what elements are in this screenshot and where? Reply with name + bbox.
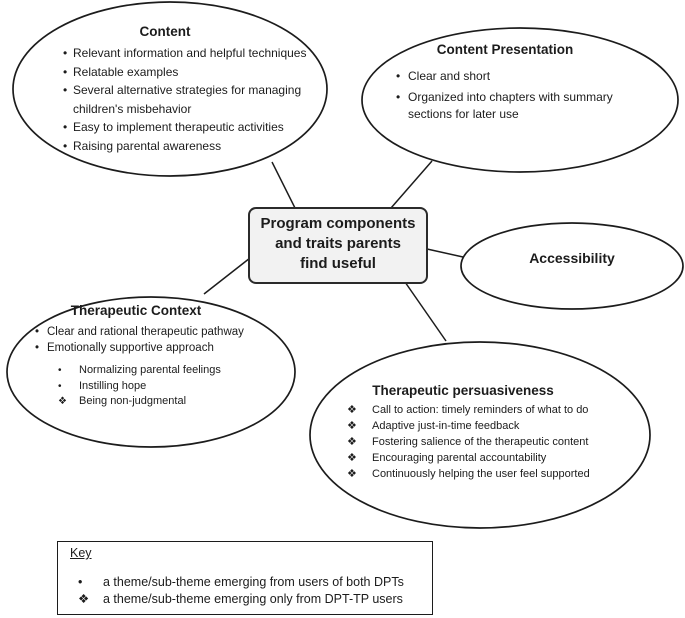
therapeutic-context-node-title: Therapeutic Context — [70, 303, 202, 318]
list-item: ❖ Continuously helping the user feel sup… — [347, 466, 629, 482]
key-item: • a theme/sub-theme emerging from users … — [73, 574, 425, 591]
therapeutic-persuasiveness-node-title: Therapeutic persuasiveness — [372, 383, 554, 398]
therapeutic-context-ellipse — [6, 296, 296, 448]
bullet-marker: • — [396, 69, 401, 83]
content-node-title: Content — [139, 24, 191, 39]
list-item: • Several alternative strategies for man… — [63, 81, 331, 118]
bullet-text: Adaptive just-in-time feedback — [372, 420, 520, 432]
bullet-marker: • — [35, 341, 40, 354]
bullet-marker: • — [58, 365, 62, 376]
bullet-text: Raising parental awareness — [73, 138, 222, 153]
center-box: Program components and traits parents fi… — [248, 207, 428, 284]
accessibility-ellipse — [460, 222, 684, 310]
list-item: ❖ Adaptive just-in-time feedback — [347, 418, 629, 434]
bullet-marker: • — [58, 380, 62, 392]
diamond-bullet-marker: ❖ — [347, 452, 357, 464]
content-presentation-node-title: Content Presentation — [436, 42, 574, 57]
connector-content-to-center — [271, 161, 296, 209]
bullet-marker: • — [396, 89, 401, 104]
diamond-bullet-marker: ❖ — [347, 436, 357, 448]
diamond-bullet-marker: ❖ — [347, 468, 357, 480]
bullet-marker: • — [63, 120, 68, 134]
key-item-text: a theme/sub-theme emerging from users of… — [103, 575, 404, 589]
list-item: • Raising parental awareness — [63, 137, 331, 156]
bullet-text: Being non-judgmental — [79, 395, 187, 407]
list-item: ❖ Fostering salience of the therapeutic … — [347, 434, 629, 450]
content-presentation-node-list: • Clear and short • Organized into chapt… — [396, 68, 638, 127]
bullet-text: Normalizing parental feelings — [79, 364, 221, 376]
bullet-text: Relatable examples — [73, 64, 179, 79]
bullet-marker: • — [35, 326, 40, 338]
bullet-text: Easy to implement therapeutic activities — [73, 120, 284, 134]
bullet-text: Relevant information and helpful techniq… — [73, 46, 307, 60]
bullet-text: Continuously helping the user feel suppo… — [372, 468, 590, 480]
bullet-marker: • — [78, 575, 83, 589]
bullet-text: Clear and short — [408, 69, 491, 83]
list-item: • Clear and short — [396, 68, 638, 86]
bullet-marker: • — [63, 46, 68, 60]
therapeutic-persuasiveness-ellipse — [309, 341, 651, 529]
bullet-marker: • — [63, 64, 68, 79]
therapeutic-persuasiveness-node-list: ❖ Call to action: timely reminders of wh… — [347, 402, 629, 482]
bullet-marker: • — [63, 83, 68, 97]
bullet-text: Organized into chapters with summary sec… — [408, 89, 613, 122]
content-presentation-ellipse — [361, 27, 679, 173]
key-box — [57, 541, 433, 615]
sub-list-item: ❖ Being non-judgmental — [54, 394, 269, 410]
list-item: • Emotionally supportive approach — [35, 341, 270, 357]
content-node-list: • Relevant information and helpful techn… — [63, 44, 331, 155]
accessibility-node-title: Accessibility — [529, 250, 615, 266]
list-item: ❖ Encouraging parental accountability — [347, 450, 629, 466]
center-box-line: find useful — [300, 255, 376, 272]
bullet-marker: • — [63, 138, 68, 153]
diamond-bullet-marker: ❖ — [347, 420, 357, 432]
bullet-text: Clear and rational therapeutic pathway — [47, 326, 244, 338]
list-item: • Organized into chapters with summary s… — [396, 89, 638, 124]
key-list: • a theme/sub-theme emerging from users … — [73, 574, 425, 608]
bullet-text: Emotionally supportive approach — [47, 341, 214, 354]
diamond-bullet-marker: ❖ — [78, 592, 90, 606]
diamond-bullet-marker: ❖ — [347, 404, 357, 416]
list-item: • Relevant information and helpful techn… — [63, 44, 331, 63]
bullet-text: Call to action: timely reminders of what… — [372, 404, 589, 416]
connector-presentation-to-center — [390, 160, 433, 209]
list-item: ❖ Call to action: timely reminders of wh… — [347, 402, 629, 418]
sub-list-item: • Instilling hope — [54, 379, 269, 395]
therapeutic-context-node-sublist: • Normalizing parental feelings • Instil… — [54, 363, 269, 410]
center-box-line: Program components — [260, 215, 416, 232]
center-box-line: and traits parents — [275, 235, 401, 252]
list-item: • Easy to implement therapeutic activiti… — [63, 118, 331, 137]
bullet-text: Encouraging parental accountability — [372, 452, 547, 464]
bullet-marker: ❖ — [58, 396, 67, 407]
key-item: ❖ a theme/sub-theme emerging only from D… — [73, 591, 425, 608]
list-item: • Relatable examples — [63, 63, 331, 82]
therapeutic-context-node-list: • Clear and rational therapeutic pathway… — [35, 325, 270, 356]
bullet-text: Instilling hope — [79, 379, 147, 392]
content-ellipse — [12, 1, 328, 177]
key-title: Key — [70, 546, 92, 560]
list-item: • Clear and rational therapeutic pathway — [35, 325, 270, 341]
sub-list-item: • Normalizing parental feelings — [54, 363, 269, 379]
connector-center-to-accessibility — [426, 248, 464, 258]
bullet-text: Fostering salience of the therapeutic co… — [372, 436, 589, 448]
connector-center-to-context — [203, 257, 251, 295]
key-item-text: a theme/sub-theme emerging only from DPT… — [103, 592, 403, 606]
bullet-text: Several alternative strategies for manag… — [73, 83, 302, 116]
connector-center-to-persuasiveness — [404, 281, 447, 342]
